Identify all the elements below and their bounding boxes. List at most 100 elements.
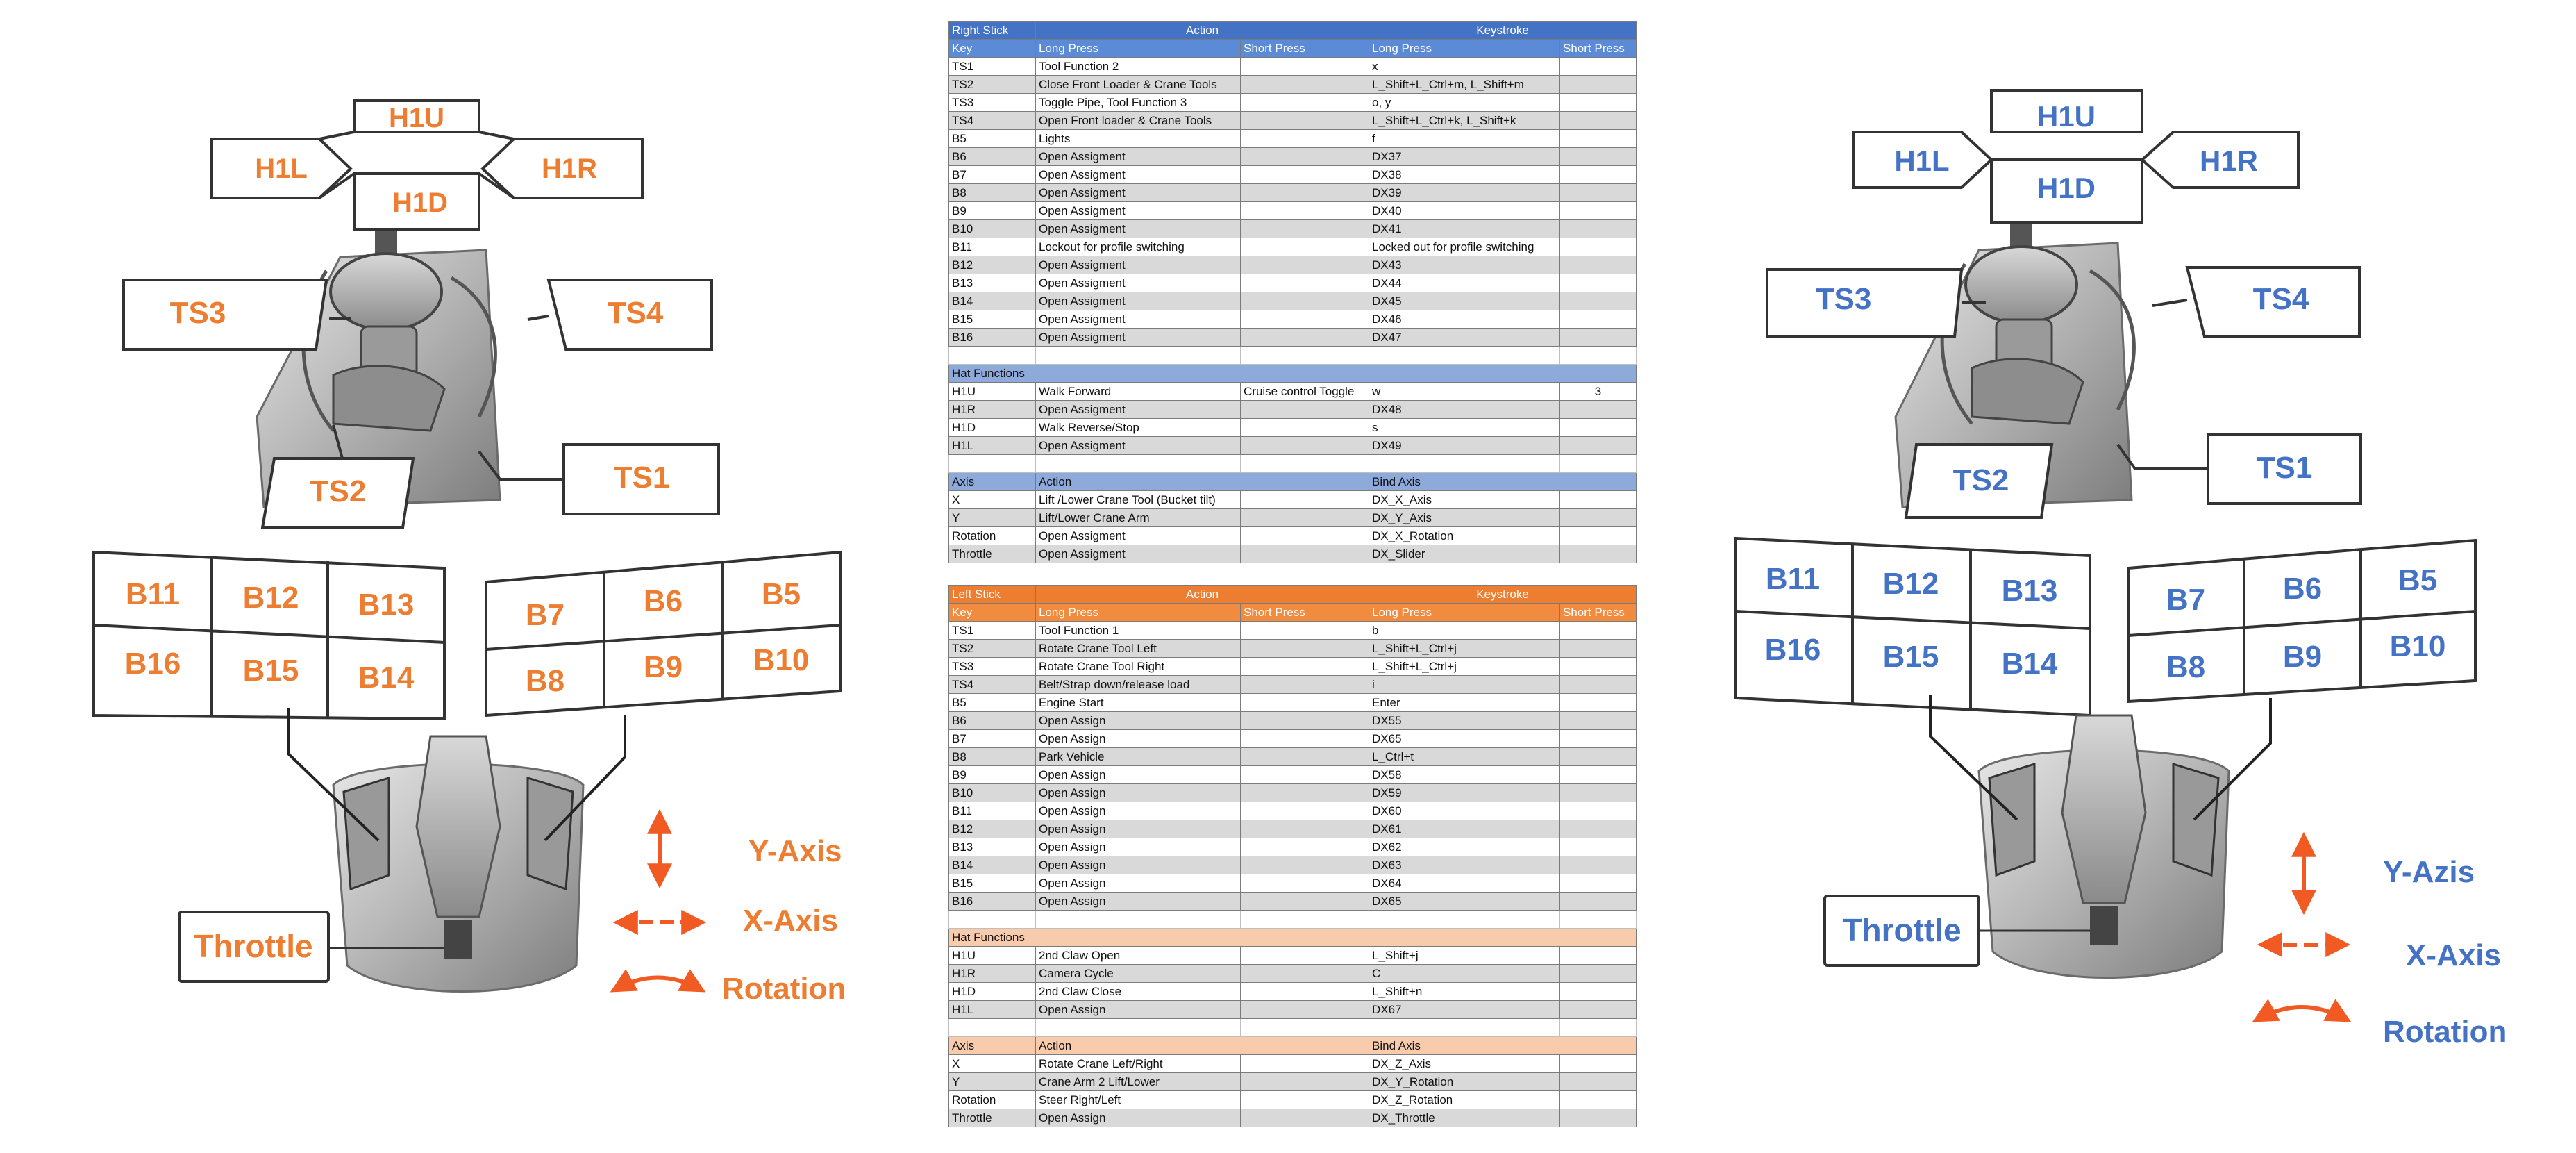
axis-label: Rotation [722, 972, 846, 1006]
table-cell [1240, 856, 1369, 874]
table-subheader-cell: Short Press [1240, 39, 1369, 58]
table-cell [1240, 75, 1369, 94]
button-label: B10 [753, 643, 810, 677]
table-cell: Open Assign [1035, 874, 1241, 893]
table-cell: Open Assigment [1035, 219, 1241, 238]
table-cell [1240, 436, 1369, 455]
table-cell [1559, 783, 1637, 802]
table-cell [1559, 856, 1637, 874]
table-cell [1240, 328, 1369, 347]
table-cell: B14 [948, 856, 1036, 874]
table-cell: B10 [948, 219, 1036, 238]
button-label: B16 [1765, 633, 1821, 667]
axis-label: Rotation [2383, 1015, 2507, 1049]
table-cell [1035, 454, 1241, 473]
trigger-group: TS3 TS4 TS2 TS1 [1766, 266, 2362, 519]
button-label: B9 [644, 650, 683, 684]
table-subheader-cell: Key [948, 39, 1036, 58]
table-cell [1559, 1090, 1637, 1109]
table-cell: Steer Right/Left [1035, 1090, 1241, 1109]
button-label: B12 [1883, 567, 1939, 601]
table-cell [1559, 621, 1637, 640]
table-cell: L_Shift+L_Ctrl+j [1369, 639, 1560, 658]
table-cell: Open Assign [1035, 892, 1241, 911]
table-cell: Open Assigment [1035, 183, 1241, 202]
button-label: B10 [2390, 629, 2446, 663]
table-section-cell: Action [1035, 472, 1369, 491]
table-cell [1035, 1018, 1241, 1037]
throttle-label: Throttle [194, 928, 312, 964]
table-cell [1559, 964, 1637, 983]
table-header-cell: Action [1035, 585, 1369, 604]
table-cell: Close Front Loader & Crane Tools [1035, 75, 1241, 94]
table-cell [1240, 946, 1369, 965]
table-cell [1240, 418, 1369, 437]
table-cell: 2nd Claw Open [1035, 946, 1241, 965]
table-cell: DX_Slider [1369, 545, 1560, 563]
button-label: B7 [526, 598, 564, 632]
table-cell: TS1 [948, 57, 1036, 76]
table-cell: DX43 [1369, 256, 1560, 274]
table-cell [1559, 729, 1637, 748]
table-cell [1559, 292, 1637, 310]
table-cell: b [1369, 621, 1560, 640]
table-cell: DX63 [1369, 856, 1560, 874]
table-cell: Rotate Crane Tool Right [1035, 657, 1241, 676]
table-cell: Open Assigment [1035, 545, 1241, 563]
table-cell [1559, 545, 1637, 563]
trigger-label: TS1 [614, 461, 670, 495]
table-cell: H1D [948, 982, 1036, 1001]
table-cell [1240, 1072, 1369, 1091]
table-title-cell: Left Stick [948, 585, 1036, 604]
table-cell: B12 [948, 820, 1036, 838]
table-cell: Throttle [948, 1109, 1036, 1127]
table-subheader-cell: Long Press [1035, 603, 1241, 622]
table-cell [1559, 129, 1637, 148]
button-label: B14 [2002, 647, 2058, 681]
table-cell: DX58 [1369, 765, 1560, 784]
table-cell [1559, 111, 1637, 130]
table-cell: DX_X_Axis [1369, 490, 1560, 509]
hat-down-box [353, 172, 480, 231]
table-cell [1559, 274, 1637, 292]
table-cell: Open Assigment [1035, 400, 1241, 419]
table-cell: DX_Y_Axis [1369, 508, 1560, 527]
table-cell [1240, 675, 1369, 694]
table-cell: DX59 [1369, 783, 1560, 802]
table-cell: DX45 [1369, 292, 1560, 310]
table-cell [1559, 1018, 1637, 1037]
table-cell: H1L [948, 436, 1036, 455]
table-cell [1559, 802, 1637, 820]
table-cell: H1D [948, 418, 1036, 437]
table-cell [1035, 346, 1241, 365]
table-cell: Open Front loader & Crane Tools [1035, 111, 1241, 130]
axis-label: Y-Axis [748, 834, 842, 868]
button-label: B15 [1883, 640, 1939, 674]
hat-label: H1U [2037, 100, 2096, 133]
table-cell: Y [948, 508, 1036, 527]
table-cell [1559, 910, 1637, 929]
button-label: B6 [2283, 572, 2322, 606]
table-cell [1559, 982, 1637, 1001]
table-subheader-cell: Key [948, 603, 1036, 622]
table-cell: 3 [1559, 382, 1637, 401]
table-cell: X [948, 490, 1036, 509]
hat-label: H1L [255, 154, 308, 184]
table-cell [1240, 1018, 1369, 1037]
table-section-cell: Axis [948, 1036, 1036, 1055]
table-cell [1240, 57, 1369, 76]
table-cell [1369, 454, 1560, 473]
table-cell [948, 1018, 1036, 1037]
